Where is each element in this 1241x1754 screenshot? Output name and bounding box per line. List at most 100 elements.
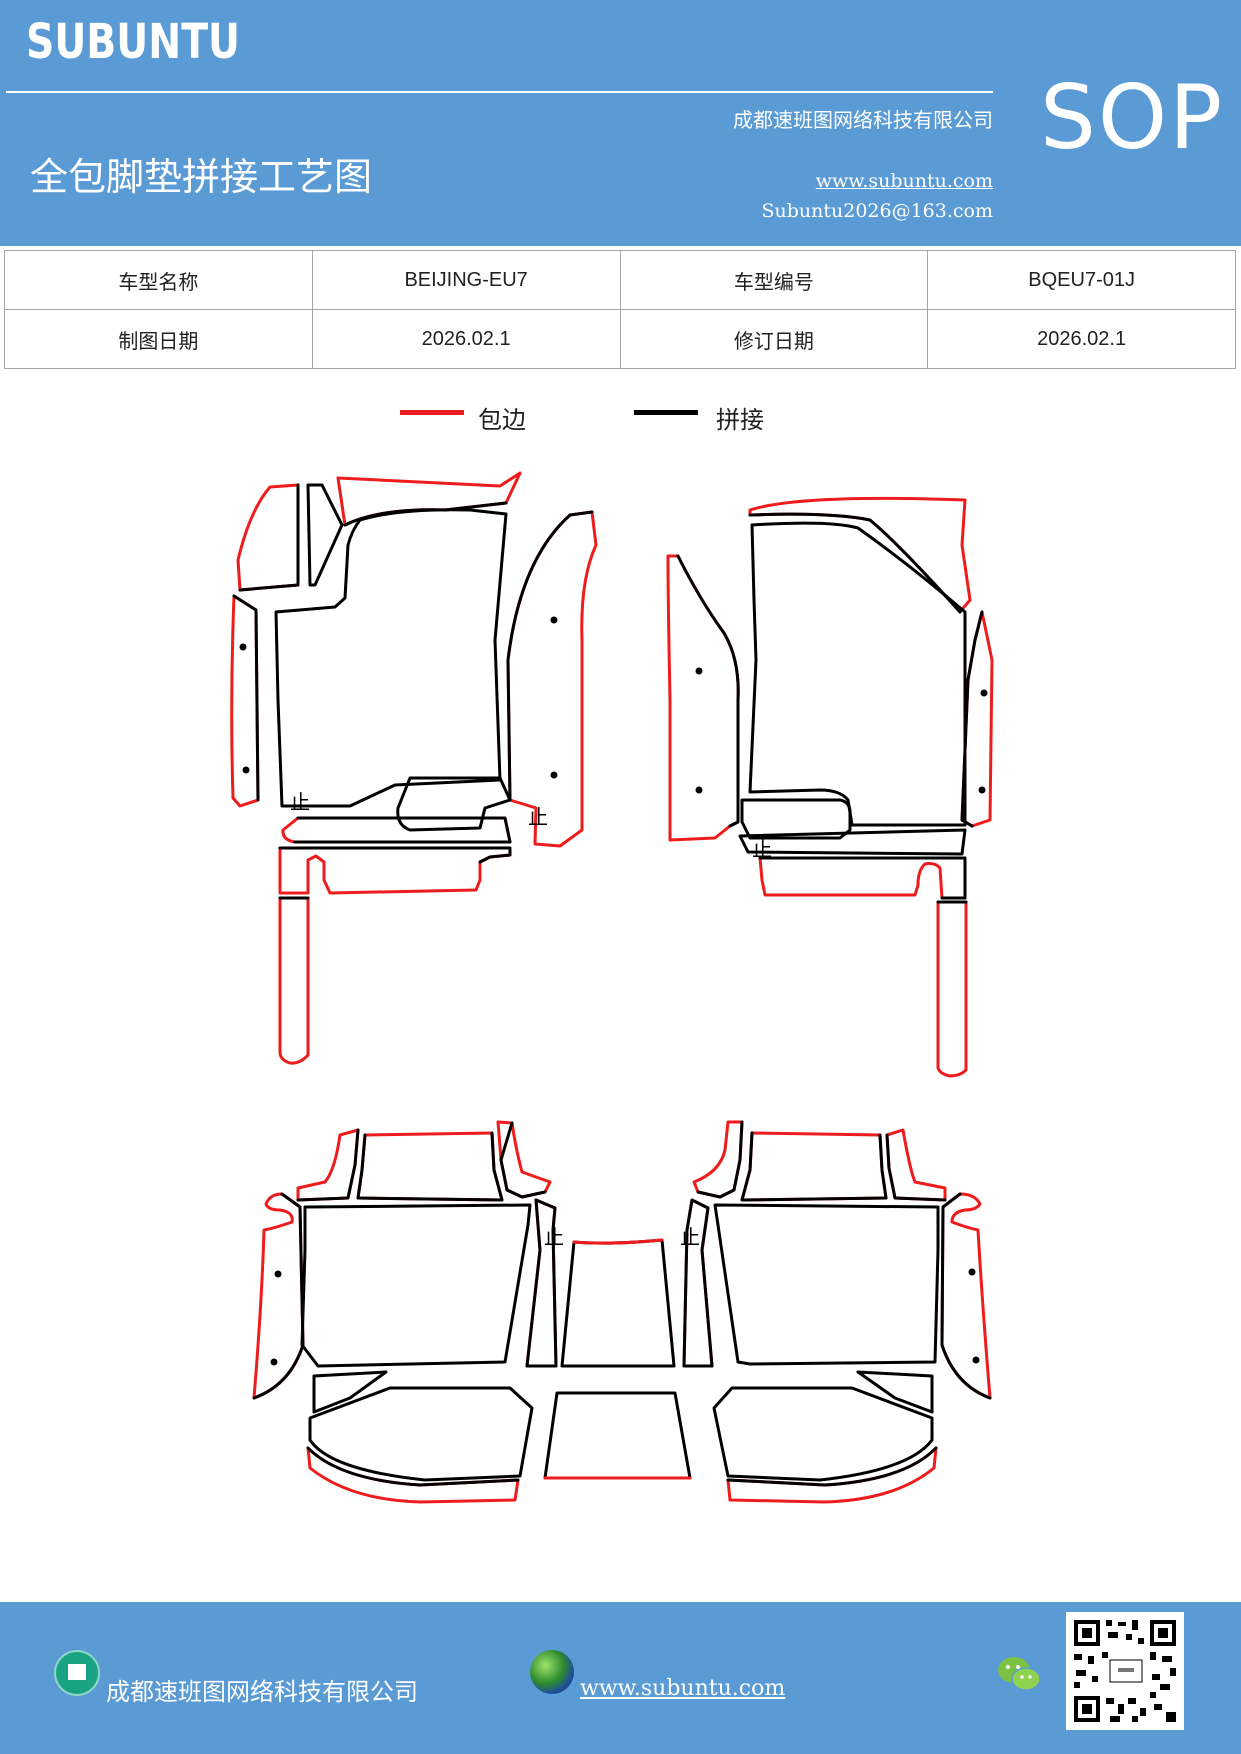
table-row: 制图日期 2026.02.1 修订日期 2026.02.1	[4, 309, 1236, 369]
mat-piece-edge	[885, 1128, 947, 1202]
mat-piece-join	[885, 1133, 947, 1202]
model-name-value: BEIJING-EU7	[311, 250, 621, 310]
mat-piece-edge	[666, 554, 740, 842]
mat-piece-edge	[356, 1131, 504, 1202]
mat-piece-join	[856, 1370, 934, 1414]
legend-edge-swatch	[400, 410, 464, 415]
mat-piece-edge	[281, 816, 512, 844]
draw-date-value: 2026.02.1	[311, 309, 621, 369]
mat-piece-join	[293, 816, 512, 844]
mat-piece-join	[252, 1192, 305, 1400]
mat-piece-join	[726, 1446, 938, 1487]
revise-date-value: 2026.02.1	[927, 309, 1236, 369]
mount-hole	[980, 689, 988, 697]
mat-piece-join	[740, 1131, 888, 1202]
draw-date-label: 制图日期	[4, 309, 313, 369]
mat-piece-join	[960, 610, 984, 828]
mount-hole	[550, 771, 558, 779]
mat-piece-join	[312, 1370, 388, 1414]
footer: 成都速班图网络科技有限公司 www.subuntu.com	[0, 1602, 1241, 1754]
mat-piece-join	[296, 1128, 360, 1202]
mat-piece-join	[940, 1192, 992, 1400]
mat-piece-edge	[758, 856, 967, 900]
mat-piece-join	[396, 776, 512, 832]
mat-piece-edge	[252, 1192, 305, 1400]
model-code-value: BQEU7-01J	[927, 250, 1236, 310]
mat-piece-join	[543, 1391, 692, 1480]
floor-mat-diagram: 止 止 止 止 止	[230, 471, 994, 1504]
mat-piece-join	[343, 501, 508, 527]
mat-piece-edge	[572, 1238, 664, 1245]
mat-piece-edge	[278, 846, 512, 895]
globe-icon	[530, 1650, 574, 1694]
footer-website-link[interactable]: www.subuntu.com	[580, 1676, 786, 1701]
mat-piece-edge	[230, 594, 260, 808]
wechat-icon	[998, 1657, 1041, 1691]
mat-piece-edge	[236, 483, 300, 592]
mat-piece-join	[306, 1446, 520, 1487]
mat-piece-join	[748, 512, 962, 614]
mount-hole	[550, 616, 558, 624]
stop-mark: 止	[752, 837, 772, 861]
mat-piece-join	[356, 1131, 504, 1202]
mount-hole	[242, 766, 250, 774]
mat-piece-join	[308, 1386, 534, 1482]
table-row: 车型名称 BEIJING-EU7 车型编号 BQEU7-01J	[4, 250, 1236, 310]
stop-mark: 止	[680, 1225, 700, 1249]
mat-piece-join	[300, 1203, 532, 1368]
legend-join-label: 拼接	[716, 406, 764, 434]
mat-piece-join	[499, 1121, 547, 1199]
mat-piece-join	[676, 554, 740, 828]
brand-logo: SUBUNTU	[26, 14, 241, 70]
mount-hole	[695, 786, 703, 794]
mount-hole	[274, 1270, 282, 1278]
mat-piece-join	[274, 508, 508, 808]
mat-piece-join	[560, 1238, 676, 1368]
building-icon	[54, 1650, 100, 1696]
mat-piece-edge	[726, 1446, 938, 1504]
info-table: 车型名称 BEIJING-EU7 车型编号 BQEU7-01J 制图日期 202…	[4, 250, 1236, 369]
mat-piece-edge	[936, 900, 968, 1078]
mat-piece-join	[306, 483, 344, 587]
mat-piece-join	[525, 1198, 558, 1368]
mount-hole	[270, 1358, 278, 1366]
mount-hole	[239, 643, 247, 651]
mat-piece-join	[748, 521, 967, 827]
qr-code-icon	[1066, 1612, 1184, 1730]
sop-badge: SOP	[1040, 66, 1225, 169]
mat-piece-join	[696, 1120, 744, 1199]
header-website-link[interactable]: www.subuntu.com	[815, 170, 993, 192]
document-title: 全包脚垫拼接工艺图	[30, 155, 373, 199]
stop-mark: 止	[528, 805, 548, 829]
mat-piece-edge	[940, 1192, 992, 1400]
model-name-label: 车型名称	[4, 250, 313, 310]
mat-piece-join	[682, 1198, 714, 1368]
mat-piece-edge	[506, 510, 598, 848]
mat-piece-join	[238, 483, 300, 592]
mat-piece-edge	[278, 896, 310, 1065]
revise-date-label: 修订日期	[619, 309, 929, 369]
mat-piece-join	[713, 1203, 940, 1366]
header-divider	[6, 91, 993, 93]
mount-hole	[968, 1268, 976, 1276]
mat-piece-edge	[740, 1131, 888, 1202]
mat-piece-join	[758, 856, 967, 900]
mat-piece-join	[738, 828, 967, 856]
legend-edge-label: 包边	[478, 406, 526, 434]
mat-piece-join	[506, 510, 594, 802]
mat-piece-join	[740, 798, 852, 840]
header-email: Subuntu2026@163.com	[761, 200, 993, 222]
mat-piece-join	[712, 1386, 934, 1482]
mount-hole	[978, 786, 986, 794]
stop-mark: 止	[544, 1225, 564, 1249]
header-company: 成都速班图网络科技有限公司	[733, 108, 993, 132]
mount-hole	[695, 667, 703, 675]
header: SUBUNTU 成都速班图网络科技有限公司 全包脚垫拼接工艺图 www.subu…	[0, 0, 1241, 246]
legend-join-swatch	[634, 410, 698, 415]
mat-piece-edge	[306, 1446, 520, 1504]
mat-piece-join	[232, 594, 260, 802]
mat-piece-join	[278, 846, 512, 864]
model-code-label: 车型编号	[619, 250, 929, 310]
footer-company: 成都速班图网络科技有限公司	[106, 1678, 418, 1706]
stop-mark: 止	[290, 790, 310, 814]
